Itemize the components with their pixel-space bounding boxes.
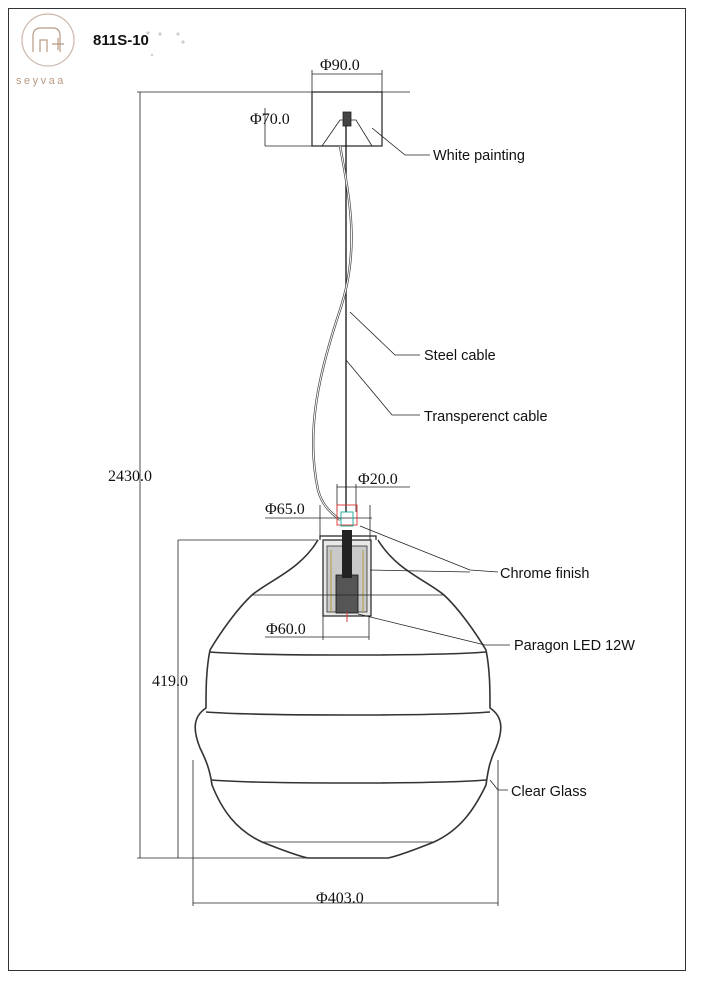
brand-logo bbox=[21, 13, 75, 67]
callout-white-painting: White painting bbox=[433, 148, 525, 164]
holder-diameter-label: Φ60.0 bbox=[266, 621, 306, 638]
drawing-frame bbox=[8, 8, 686, 971]
total-height-label: 2430.0 bbox=[108, 468, 152, 485]
callout-transparent-cable: Transperenct cable bbox=[424, 409, 548, 425]
callout-paragon-led: Paragon LED 12W bbox=[514, 638, 635, 654]
canopy bbox=[311, 91, 383, 147]
model-code: 811S-10 bbox=[93, 32, 149, 49]
shade-height-label: 419.0 bbox=[152, 673, 188, 690]
lamp-holder bbox=[319, 504, 377, 622]
faded-marks bbox=[146, 31, 185, 57]
callout-chrome-finish: Chrome finish bbox=[500, 566, 589, 582]
connector-diameter-label: Φ20.0 bbox=[358, 471, 398, 488]
callout-steel-cable: Steel cable bbox=[424, 348, 496, 364]
holder-top-diameter-label: Φ65.0 bbox=[265, 501, 305, 518]
callout-clear-glass: Clear Glass bbox=[511, 784, 587, 800]
shade-diameter-label: Φ403.0 bbox=[316, 890, 364, 907]
canopy-diameter-label: Φ90.0 bbox=[320, 57, 360, 74]
brand-name: seyvaa bbox=[16, 75, 66, 87]
canopy-inner-diameter-label: Φ70.0 bbox=[250, 111, 290, 128]
glass-shade bbox=[194, 539, 502, 859]
